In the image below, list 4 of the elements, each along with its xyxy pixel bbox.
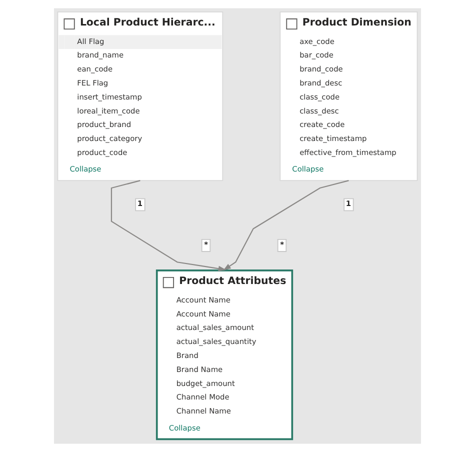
- label: *: [280, 240, 284, 249]
- label: 1: [345, 198, 351, 208]
- label: *: [204, 240, 208, 249]
- label: 1: [136, 198, 142, 208]
